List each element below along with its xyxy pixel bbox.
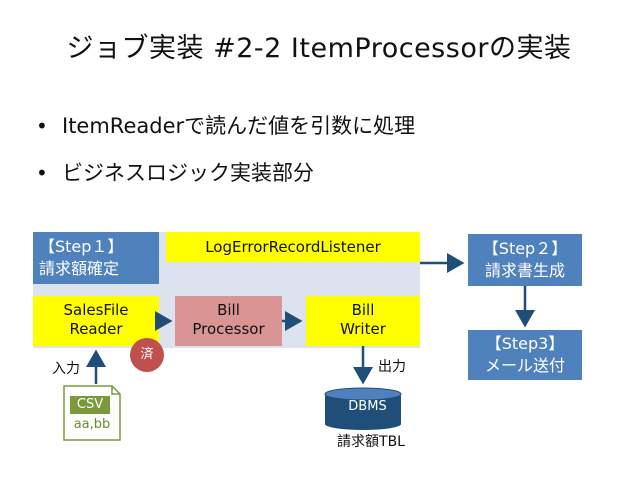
csv-content: aa,bb xyxy=(73,417,111,432)
bullet-item: • ItemReaderで読んだ値を引数に処理 xyxy=(36,110,415,140)
step1-name: 請求額確定 xyxy=(39,259,120,278)
step3-title: 【Step3】 xyxy=(485,334,565,353)
writer-line1: Bill xyxy=(351,301,375,319)
step2-title: 【Step２】 xyxy=(482,239,568,258)
dbms-table-label: 請求額TBL xyxy=(337,434,405,450)
step3-name: メール送付 xyxy=(484,356,565,375)
step2-box: 【Step２】 請求書生成 xyxy=(468,234,582,286)
dbms-label: DBMS xyxy=(348,399,387,414)
step3-box: 【Step3】 メール送付 xyxy=(468,330,582,380)
step2-name: 請求書生成 xyxy=(484,261,565,280)
listener-box: LogErrorRecordListener xyxy=(166,232,420,262)
step1-title: 【Step１】 xyxy=(39,237,124,256)
step1-box: 【Step１】 請求額確定 xyxy=(33,232,159,284)
processor-line2: Processor xyxy=(192,320,265,338)
reader-box: SalesFile Reader xyxy=(33,296,159,346)
reader-line1: SalesFile xyxy=(63,301,129,319)
database-icon xyxy=(324,387,402,430)
bullet-text: ビジネスロジック実装部分 xyxy=(62,161,314,185)
bullet-mark: • xyxy=(36,161,48,185)
slide-title: ジョブ実装 #2-2 ItemProcessorの実装 xyxy=(66,33,572,64)
csv-label: CSV xyxy=(70,396,110,414)
processor-line1: Bill xyxy=(217,301,240,319)
reader-line2: Reader xyxy=(69,320,123,338)
writer-line2: Writer xyxy=(340,320,386,338)
bullet-item: • ビジネスロジック実装部分 xyxy=(36,157,314,187)
done-badge: 済 xyxy=(130,338,164,372)
processor-box: Bill Processor xyxy=(175,296,282,346)
bullet-mark: • xyxy=(36,114,48,138)
writer-box: Bill Writer xyxy=(306,296,420,346)
output-label: 出力 xyxy=(378,359,406,375)
input-label: 入力 xyxy=(52,361,80,377)
bullet-text: ItemReaderで読んだ値を引数に処理 xyxy=(62,114,416,138)
